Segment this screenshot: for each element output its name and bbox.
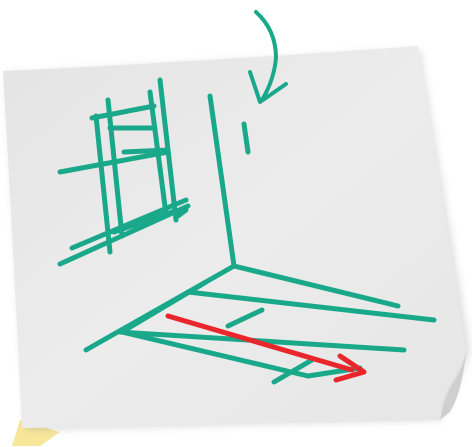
sticky-note-paper: [3, 46, 466, 428]
